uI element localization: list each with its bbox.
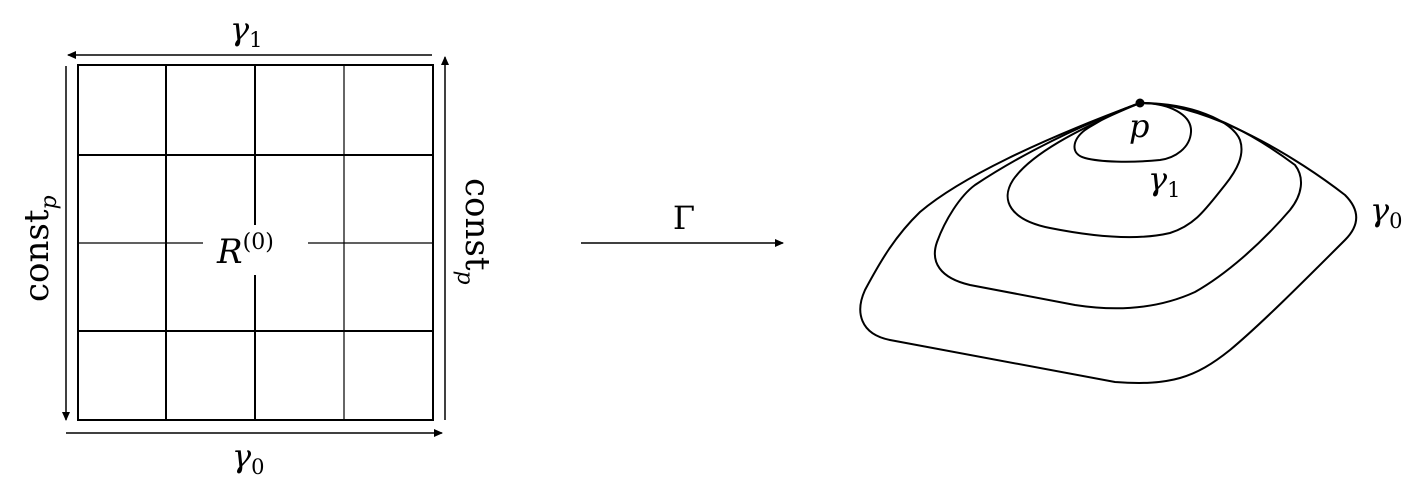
surface-gamma1-label: γ1 [1148, 160, 1181, 202]
region-label: R(0) [216, 230, 274, 272]
curve-inner [1073, 101, 1193, 163]
point-p-label: p [1129, 107, 1149, 145]
top-gamma-label: γ1 [230, 10, 263, 52]
curve-second [933, 101, 1302, 310]
surface-curves [859, 101, 1358, 384]
parameter-square: R(0) γ1 γ0 constp constp [17, 10, 497, 479]
curve-third [1006, 101, 1243, 239]
surface-gamma0-label: γ0 [1370, 191, 1403, 233]
point-p [1135, 98, 1145, 108]
right-const-label: constp [452, 178, 497, 285]
map-arrow-group: Γ [581, 199, 784, 247]
left-const-label: constp [17, 195, 62, 302]
bottom-gamma-label: γ0 [232, 437, 265, 479]
curve-outer [859, 101, 1358, 384]
map-label: Γ [673, 199, 695, 237]
